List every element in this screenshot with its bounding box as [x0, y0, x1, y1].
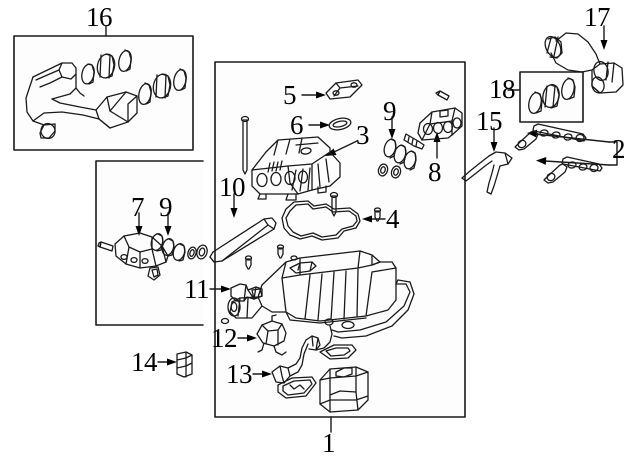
callout-12: 12	[211, 323, 238, 353]
part-9-seal-set-right	[377, 133, 425, 179]
callout-14: 14	[131, 347, 158, 377]
part-4-intercooler-gasket	[281, 200, 361, 241]
callout-13: 13	[226, 359, 253, 389]
callout-6: 6	[290, 110, 304, 140]
part-15-fuel-rail-bracket	[461, 151, 513, 195]
part-18-duct-seal-kit	[528, 77, 576, 114]
callout-8: 8	[428, 157, 442, 187]
callout-15: 15	[476, 106, 503, 136]
part-2-intake-gaskets	[514, 123, 603, 184]
callout-9-right: 9	[383, 96, 397, 126]
callout-5: 5	[283, 80, 297, 110]
callout-4: 4	[386, 204, 400, 234]
part-7-throttle-body-adapter	[97, 232, 169, 281]
supercharger-lower-plates	[277, 344, 369, 413]
callout-18: 18	[489, 74, 516, 104]
part-14-sensor-connector	[176, 351, 193, 378]
callout-11: 11	[184, 274, 210, 304]
callout-3: 3	[356, 120, 370, 150]
part-1-supercharger-body	[220, 115, 397, 330]
part-17-air-outlet-duct	[544, 32, 624, 94]
part-3-intercooler-cover	[251, 136, 341, 201]
callout-9-left: 9	[159, 192, 173, 222]
callout-1: 1	[322, 428, 336, 458]
callout-10: 10	[219, 172, 246, 202]
part-10-coolant-tube	[209, 217, 277, 263]
part-5-bracket-plate	[325, 79, 363, 100]
callout-2: 2	[612, 134, 626, 164]
part-9-seal-set-left	[150, 233, 208, 262]
callout-17: 17	[584, 2, 611, 32]
part-16-air-intake-duct	[25, 49, 187, 140]
part-8-manifold-runner	[417, 90, 463, 141]
callout-16: 16	[86, 2, 113, 32]
callout-7: 7	[131, 192, 145, 222]
part-13-bypass-linkage	[271, 279, 415, 384]
part-6-o-ring	[328, 117, 352, 131]
boundary-box-7-group	[95, 160, 204, 326]
part-12-bypass-actuator	[256, 314, 287, 356]
